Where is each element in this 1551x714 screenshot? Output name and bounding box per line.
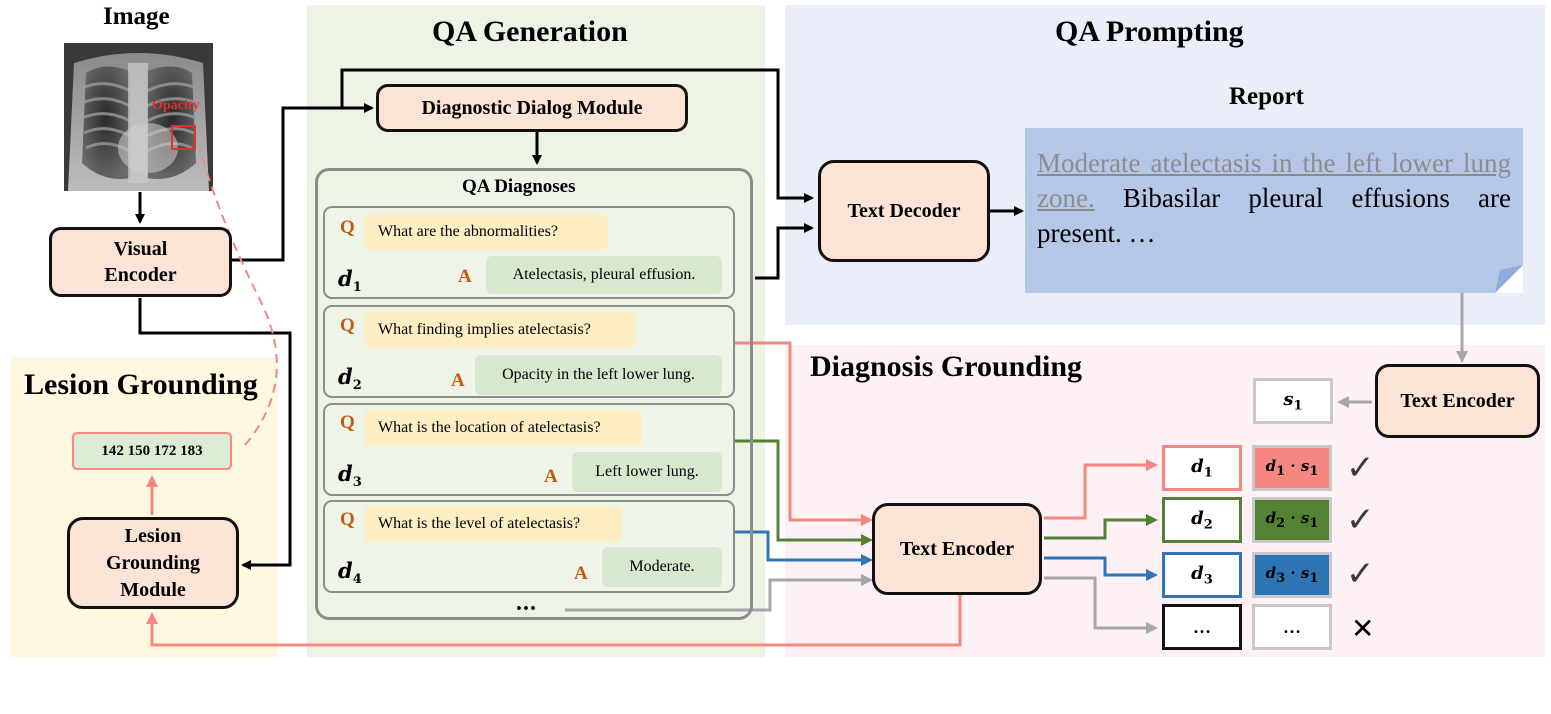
a-marker: A <box>451 370 465 391</box>
qa-diagnoses-container <box>315 168 753 620</box>
lesion-grounding-module-label: Lesion Grounding Module <box>105 524 201 601</box>
diagnosis-label-d4: d4 <box>338 558 362 588</box>
grounding-d1-box: d1 <box>1162 445 1242 491</box>
qa-question-3: What is the location of atelectasis? <box>364 410 642 446</box>
q-marker: Q <box>340 412 355 433</box>
q-marker: Q <box>340 217 355 238</box>
diagnosis-grounding-title: Diagnosis Grounding <box>810 350 1083 383</box>
qa-answer-3: Left lower lung. <box>572 452 722 492</box>
grounding-d3-box: d3 <box>1162 552 1242 598</box>
more-diagnoses-ellipsis: ... <box>516 590 537 616</box>
a-marker: A <box>544 466 558 487</box>
qa-question-1: What are the abnormalities? <box>364 214 608 250</box>
similarity-d1-s1: d1 · s1 <box>1252 445 1332 491</box>
text-decoder-box: Text Decoder <box>818 160 990 262</box>
text-decoder-label: Text Decoder <box>847 199 961 222</box>
match-check-icon: ✓ <box>1346 448 1375 488</box>
visual-encoder-box: Visual Encoder <box>49 227 232 297</box>
q-marker: Q <box>340 509 355 530</box>
bbox-coordinates-output: 142 150 172 183 <box>72 432 232 470</box>
match-check-icon: ✓ <box>1346 500 1375 540</box>
report-highlighted-sentence: Moderate atelectasis in the left lower l… <box>1037 148 1511 213</box>
no-match-cross-icon: ✕ <box>1351 612 1375 645</box>
sentence-s1-label: s1 <box>1283 388 1303 414</box>
report-remaining-text: Bibasilar pleural effusions are present.… <box>1037 183 1511 248</box>
chest-xray-image <box>64 43 213 191</box>
similarity-ellipsis: … <box>1252 604 1332 650</box>
diagnostic-dialog-module-box: Diagnostic Dialog Module <box>376 84 688 132</box>
diagnosis-label-d1: d1 <box>338 266 362 296</box>
similarity-d2-s1: d2 · s1 <box>1252 497 1332 543</box>
report-note: Moderate atelectasis in the left lower l… <box>1025 128 1523 293</box>
text-encoder-center-box: Text Encoder <box>872 503 1042 595</box>
text-encoder-top-box: Text Encoder <box>1375 364 1540 438</box>
a-marker: A <box>574 563 588 584</box>
q-marker: Q <box>340 315 355 336</box>
lesion-grounding-module-box: Lesion Grounding Module <box>67 517 239 609</box>
qa-generation-title: QA Generation <box>432 15 628 48</box>
text-encoder-top-label: Text Encoder <box>1400 389 1515 412</box>
qa-answer-4: Moderate. <box>602 547 722 587</box>
grounding-ellipsis-box: … <box>1162 604 1242 650</box>
report-title: Report <box>1229 83 1304 110</box>
qa-prompting-title: QA Prompting <box>1055 15 1244 48</box>
grounding-d2-box: d2 <box>1162 497 1242 543</box>
qa-answer-2: Opacity in the left lower lung. <box>475 355 722 395</box>
qa-answer-1: Atelectasis, pleural effusion. <box>486 256 722 294</box>
opacity-annotation-label: Opacity <box>152 98 200 113</box>
match-check-icon: ✓ <box>1346 554 1375 594</box>
sentence-s1-box: s1 <box>1253 378 1333 424</box>
diagnosis-label-d2: d2 <box>338 364 362 394</box>
qa-question-4: What is the level of atelectasis? <box>364 506 622 542</box>
diagnosis-label-d3: d3 <box>338 461 362 491</box>
lesion-grounding-title: Lesion Grounding <box>24 368 258 401</box>
report-text: Moderate atelectasis in the left lower l… <box>1037 146 1511 251</box>
qa-question-2: What finding implies atelectasis? <box>364 312 636 348</box>
diagnostic-dialog-module-label: Diagnostic Dialog Module <box>421 96 643 119</box>
text-encoder-center-label: Text Encoder <box>899 537 1015 560</box>
qa-diagnoses-title: QA Diagnoses <box>462 176 576 197</box>
similarity-d3-s1: d3 · s1 <box>1252 552 1332 598</box>
image-title: Image <box>103 3 170 30</box>
visual-encoder-label: Visual Encoder <box>104 238 177 286</box>
a-marker: A <box>458 266 472 287</box>
